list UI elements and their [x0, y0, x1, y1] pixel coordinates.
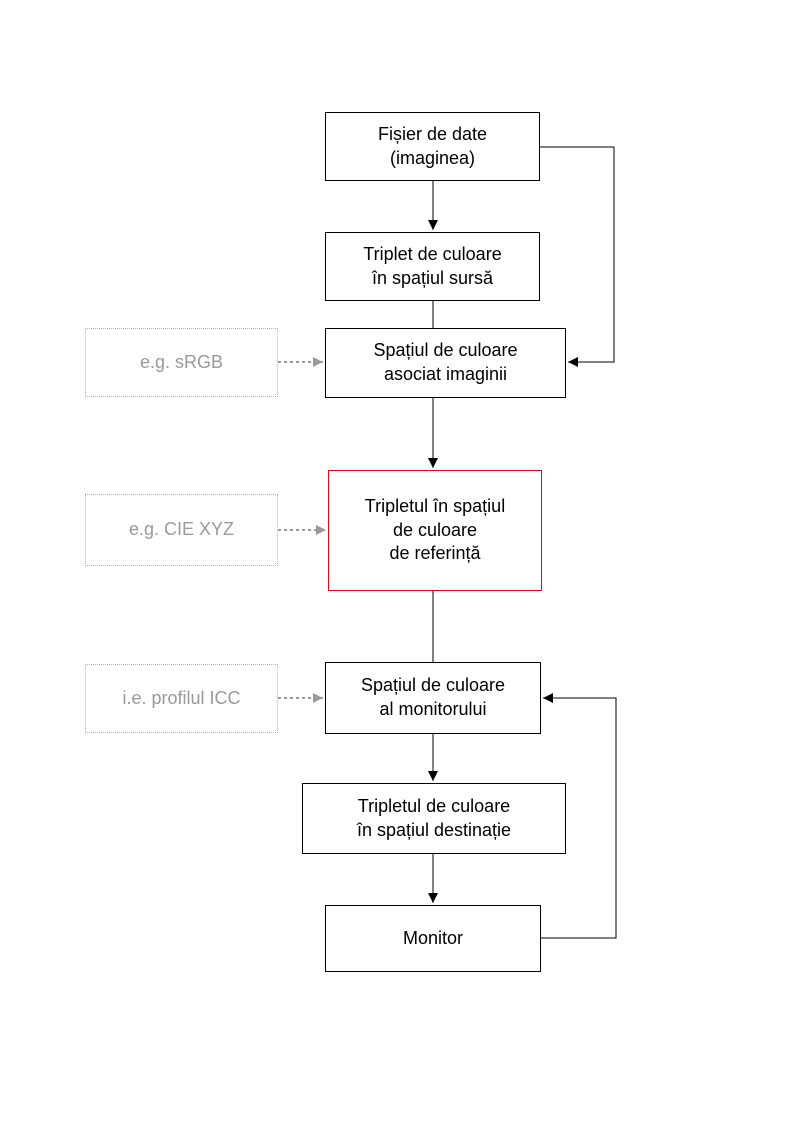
note-srgb: e.g. sRGB [85, 328, 278, 397]
node-monitor: Monitor [325, 905, 541, 972]
node-image-color-space: Spațiul de culoare asociat imaginii [325, 328, 566, 398]
note-cie-xyz: e.g. CIE XYZ [85, 494, 278, 566]
node-monitor-color-space: Spațiul de culoare al monitorului [325, 662, 541, 734]
node-reference-triplet: Tripletul în spațiul de culoare de refer… [328, 470, 542, 591]
node-source-triplet: Triplet de culoare în spațiul sursă [325, 232, 540, 301]
note-icc-profile: i.e. profilul ICC [85, 664, 278, 733]
node-data-file: Fișier de date (imaginea) [325, 112, 540, 181]
node-destination-triplet: Tripletul de culoare în spațiul destinaț… [302, 783, 566, 854]
